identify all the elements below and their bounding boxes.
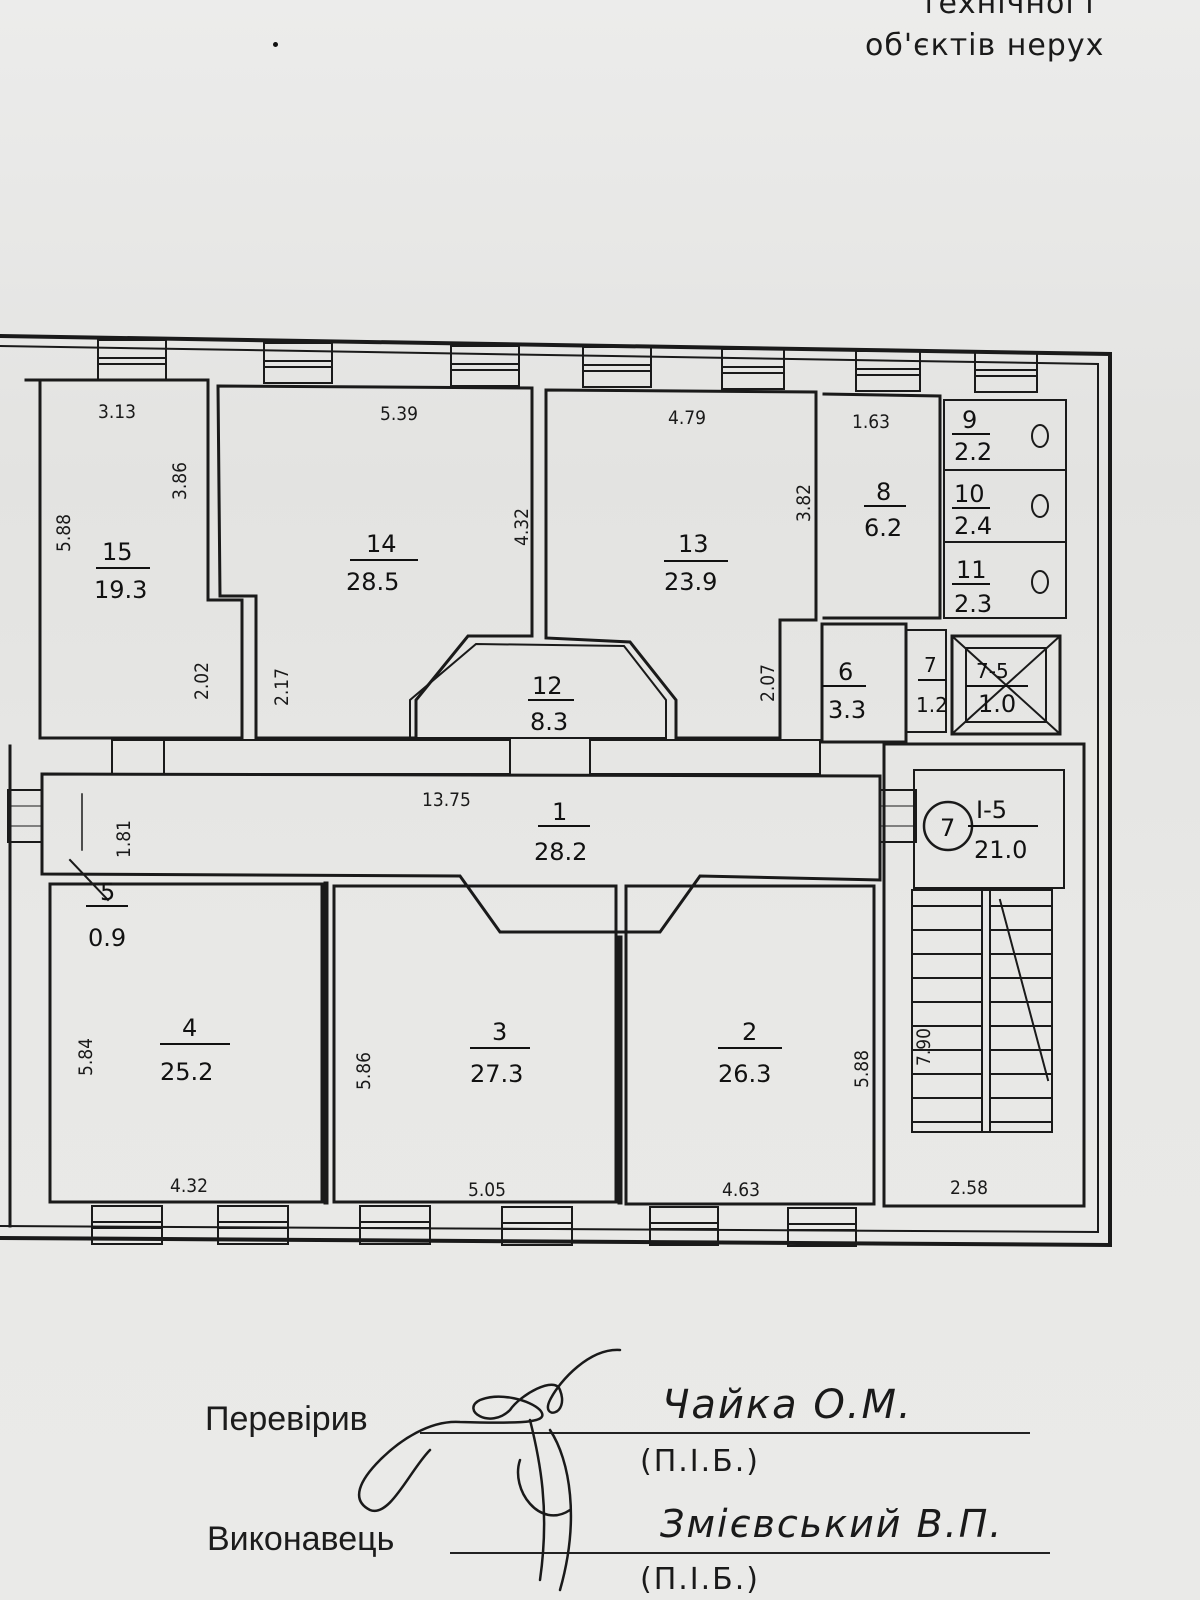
dim-382: 3.82 (793, 484, 815, 522)
room-10-area: 2.4 (954, 512, 992, 540)
room-11-area: 2.3 (954, 590, 992, 618)
room-12-number: 12 (532, 672, 563, 700)
room-12-wall (409, 642, 667, 739)
header-line-2: об'єктів нерух (865, 28, 1105, 63)
room-4-wall (48, 882, 324, 1204)
dim-505: 5.05 (468, 1179, 506, 1201)
checked-by-line (420, 1432, 1030, 1434)
outer-wall (0, 333, 1112, 1248)
room-8-area: 6.2 (864, 514, 902, 542)
dim-313: 3.13 (98, 401, 136, 423)
room-3-number: 3 (492, 1018, 507, 1046)
room-15-wall (24, 378, 244, 740)
room-9-area: 2.2 (954, 438, 992, 466)
checked-by-caption: (П.І.Б.) (640, 1444, 761, 1479)
stair-room-area: 21.0 (974, 836, 1027, 864)
dim-163: 1.63 (852, 411, 890, 433)
checked-by-label: Перевірив (205, 1400, 368, 1438)
room-1-number: 1 (552, 798, 567, 826)
room-5-area: 0.9 (88, 924, 126, 952)
room-4-number: 4 (182, 1014, 197, 1042)
room-6-area: 3.3 (828, 696, 866, 724)
dim-207: 2.07 (757, 664, 779, 702)
dim-588: 5.88 (53, 514, 75, 552)
dim-386: 3.86 (169, 462, 191, 500)
dim-463: 4.63 (722, 1179, 760, 1201)
room-14-area: 28.5 (346, 568, 399, 596)
room-7-5-area: 1.0 (978, 690, 1016, 718)
dim-202: 2.02 (191, 662, 213, 700)
dim-586: 5.86 (353, 1052, 375, 1090)
dim-217: 2.17 (271, 668, 293, 706)
room-13-number: 13 (678, 530, 709, 558)
stair-room-number: I-5 (976, 796, 1007, 824)
room-8-wall (822, 392, 942, 620)
room-12-area: 8.3 (530, 708, 568, 736)
dim-432: 4.32 (170, 1175, 208, 1197)
dim-479: 4.79 (668, 407, 706, 429)
room-3-wall (332, 884, 618, 1204)
room-7-area: 1.2 (916, 693, 948, 717)
handwritten-signature (358, 1348, 622, 1592)
dim-588b: 5.88 (851, 1050, 873, 1088)
dim-258: 2.58 (950, 1177, 988, 1199)
room-14-wall (216, 384, 534, 740)
room-2-number: 2 (742, 1018, 757, 1046)
dim-790: 7.90 (913, 1028, 935, 1066)
bottom-windows (91, 1205, 857, 1247)
stair-block-wall (882, 742, 1086, 1208)
dim-584: 5.84 (75, 1038, 97, 1076)
room-4-area: 25.2 (160, 1058, 213, 1086)
room-6-wall (820, 622, 908, 744)
executor-name: Змієвський В.П. (660, 1502, 1004, 1546)
executor-caption: (П.І.Б.) (640, 1562, 761, 1597)
executor-label: Виконавець (207, 1520, 395, 1558)
toilet-cabins (943, 399, 1067, 619)
room-2-area: 26.3 (718, 1060, 771, 1088)
top-windows (97, 339, 1038, 393)
room-9-number: 9 (962, 406, 977, 434)
room-10-number: 10 (954, 480, 985, 508)
room-13-area: 23.9 (664, 568, 717, 596)
dim-432v: 4.32 (511, 508, 533, 546)
dot-mark (273, 42, 278, 47)
dim-1375: 13.75 (422, 789, 471, 811)
room-7-5-number: 7-5 (976, 659, 1009, 683)
executor-line (450, 1552, 1050, 1554)
room-6-number: 6 (838, 658, 853, 686)
stair-steps (911, 889, 1053, 1133)
room-2-wall (624, 884, 876, 1206)
room-14-number: 14 (366, 530, 397, 558)
outer-wall-inner (0, 344, 1099, 1234)
room-15-area: 19.3 (94, 576, 147, 604)
stair-marker: 7 (940, 814, 955, 842)
room-13-wall (544, 388, 818, 740)
room-11-number: 11 (956, 556, 987, 584)
header-line-1: технічної і (920, 0, 1095, 21)
dim-539: 5.39 (380, 403, 418, 425)
checked-by-name: Чайка О.М. (662, 1382, 913, 1428)
room-7-number: 7 (924, 653, 937, 677)
dim-181: 1.81 (113, 820, 135, 858)
room-8-number: 8 (876, 478, 891, 506)
room-5-number: 5 (100, 878, 115, 906)
shaft-wall (950, 634, 1062, 736)
room-15-number: 15 (102, 538, 133, 566)
room-1-area: 28.2 (534, 838, 587, 866)
room-3-area: 27.3 (470, 1060, 523, 1088)
